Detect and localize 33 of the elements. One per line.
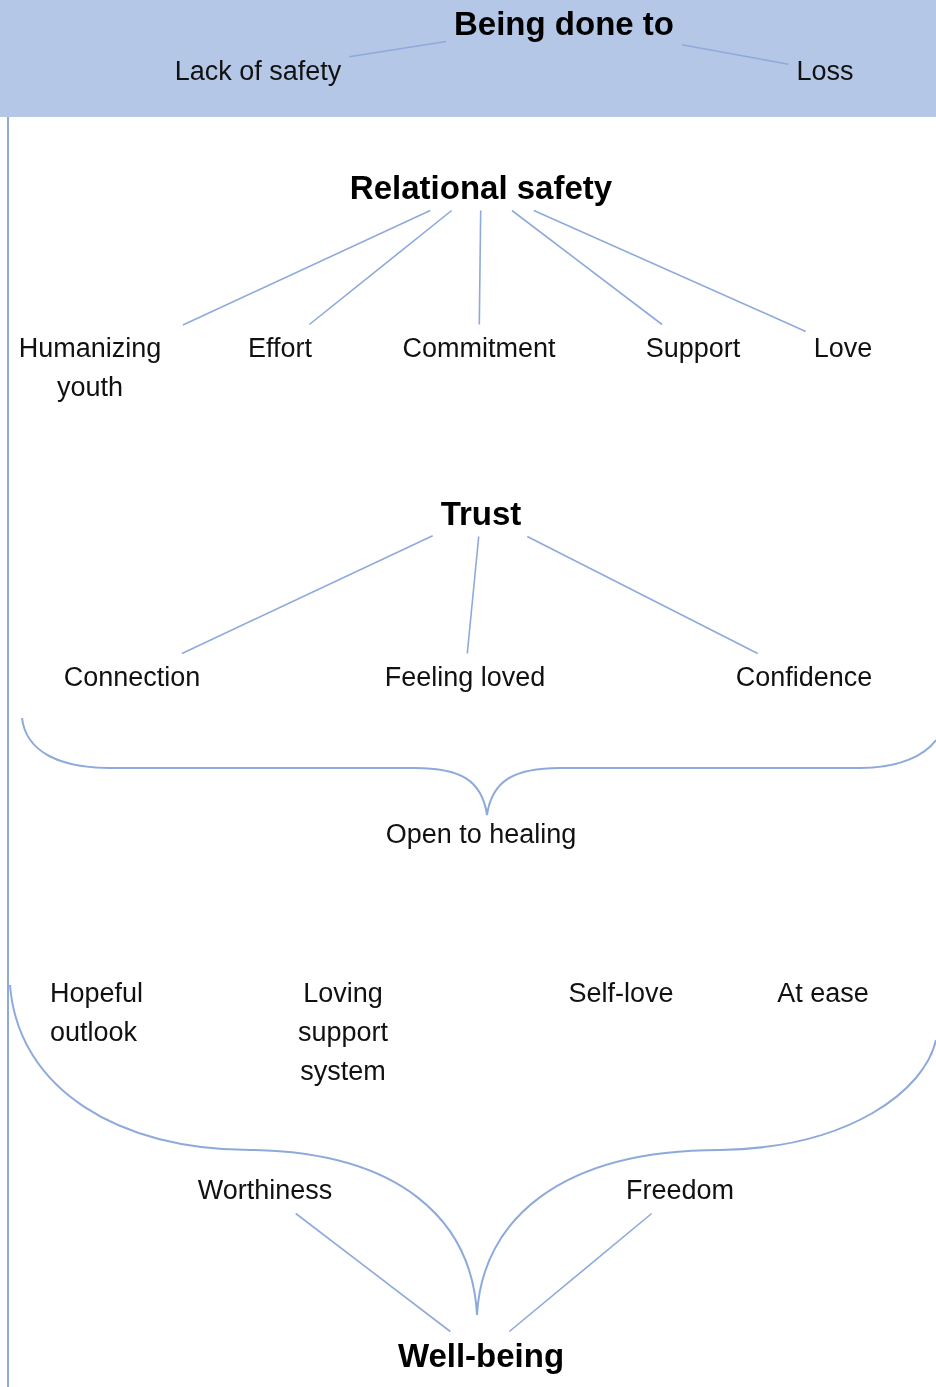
connector-line — [348, 40, 447, 58]
node-label: Support — [637, 324, 749, 372]
node-label: Commitment — [394, 324, 564, 372]
connector-line — [508, 1212, 653, 1333]
node-label: Confidence — [727, 653, 881, 701]
node-label: Loss — [788, 47, 862, 95]
connector-line — [466, 535, 480, 655]
node-label: Effort — [240, 324, 320, 372]
node-label: Feeling loved — [376, 653, 554, 701]
node-label: Love — [805, 324, 881, 372]
node-label: Freedom — [618, 1166, 742, 1214]
node-label: Connection — [55, 653, 209, 701]
connector-line — [511, 209, 663, 326]
heading-text: Well-being — [389, 1331, 573, 1379]
node-label: Worthiness — [189, 1166, 341, 1214]
heading-text: Trust — [432, 489, 530, 537]
text-label: Loving support system — [296, 976, 390, 1088]
connector-line — [533, 209, 807, 333]
connector-line — [681, 43, 790, 66]
node-label: Lack of safety — [166, 47, 350, 95]
text-label: At ease — [776, 976, 870, 1010]
connector-line — [182, 209, 432, 326]
text-label: Hopeful outlook — [49, 977, 145, 1049]
node-label: Humanizing youth — [0, 325, 185, 411]
heading-text: Relational safety — [341, 163, 621, 211]
connector-line — [181, 534, 434, 655]
heading-text: Being done to — [446, 0, 682, 47]
text-label: Self-love — [567, 976, 675, 1010]
connector-line — [478, 209, 482, 326]
connector-line — [308, 209, 453, 326]
connector-line — [526, 535, 759, 655]
text-label: Open to healing — [384, 817, 578, 851]
connector-line — [294, 1212, 452, 1333]
